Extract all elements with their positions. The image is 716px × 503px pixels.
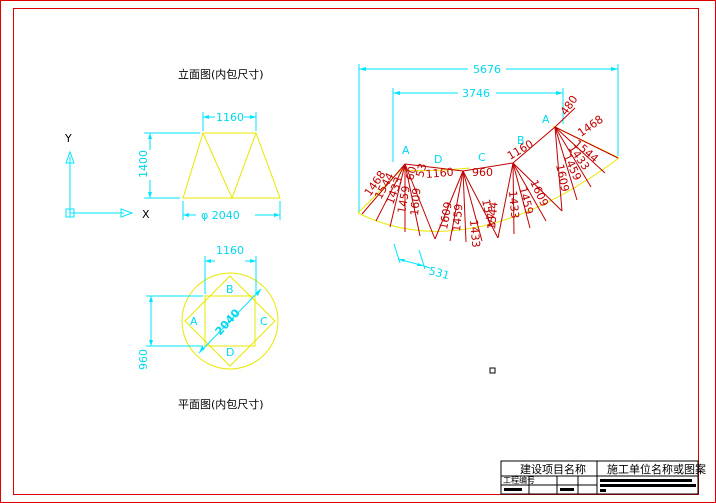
fan-a1-label-3: 1459 <box>395 185 413 215</box>
pattern-point-b: B <box>517 134 525 147</box>
fan-b-label-0: 1544 <box>485 201 500 230</box>
fan-d-label-1: 1459 <box>450 203 465 232</box>
plan-dim-left: 960 <box>137 349 150 370</box>
pattern-dim-inner <box>392 88 564 162</box>
fan-a1-label-6: 53 <box>413 162 429 179</box>
titleblock-company: 施工单位名称或图案 <box>607 462 706 476</box>
fan-a2-label-4: 1609 <box>553 163 572 193</box>
pattern-seg-a-left: 1160 <box>425 166 454 181</box>
pattern-fan-b-labels: 1544 1433 1459 1609 <box>485 178 551 230</box>
pattern-dim-outer <box>358 64 619 212</box>
pattern-point-a-left: A <box>402 144 410 157</box>
elevation-title: 立面图(内包尺寸) <box>178 67 264 81</box>
pattern-point-a-right: A <box>542 113 550 126</box>
pattern-point-c: C <box>478 151 486 164</box>
titleblock-small-label: 工程编号 <box>503 475 535 485</box>
pattern-point-d: D <box>434 153 442 166</box>
elevation-dim-bottom: φ 2040 <box>201 209 240 222</box>
plan-title: 平面图(内包尺寸) <box>178 397 264 411</box>
plan-label-d: D <box>226 346 234 359</box>
fan-d-label-0: 1609 <box>437 201 455 231</box>
titleblock-project: 建设项目名称 <box>520 462 586 476</box>
pattern-fan-a-left-labels: 1468 1544 1433 1459 1609 60 53 <box>362 162 430 216</box>
title-block <box>500 460 699 495</box>
plan-label-b: B <box>226 283 234 296</box>
pattern-generator-lines <box>361 107 619 243</box>
ucs-axis-icon <box>65 150 134 218</box>
plan-label-a: A <box>190 315 198 328</box>
plan-drawing <box>181 272 279 370</box>
pattern-fan-a-right-labels: 1468 1544 1433 1459 1609 <box>553 113 606 193</box>
plan-label-c: C <box>260 315 268 328</box>
fan-b-label-1: 1433 <box>506 190 521 219</box>
fan-a2-label-0: 1468 <box>575 113 605 140</box>
plan-dimensions <box>146 256 262 354</box>
axis-x-label: X <box>142 208 150 221</box>
point-marker <box>489 367 496 374</box>
elevation-drawing <box>182 132 281 200</box>
pattern-fan-d-labels: 1609 1459 1433 1544 <box>437 198 497 248</box>
pattern-seg-a-right: 480 <box>558 93 581 118</box>
elevation-dim-height: 1400 <box>137 150 150 178</box>
pattern-dim-outer-text: 5676 <box>473 63 501 76</box>
pattern-dim-bottom <box>393 243 431 270</box>
plan-dim-diag: 2040 <box>213 306 243 338</box>
elevation-dimensions <box>144 112 281 220</box>
pattern-dim-inner-text: 3746 <box>462 87 490 100</box>
fan-d-label-2: 1433 <box>467 219 482 248</box>
sheet-inner-border <box>13 8 699 495</box>
pattern-seg-c: 960 <box>472 166 493 179</box>
elevation-dim-top: 1160 <box>216 111 244 124</box>
fan-a1-label-4: 1609 <box>408 187 423 216</box>
fan-a1-label-5: 60 <box>403 165 419 182</box>
plan-dim-top: 1160 <box>216 244 244 257</box>
fan-d-label-3: 1544 <box>479 198 498 228</box>
axis-y-label: Y <box>64 132 72 145</box>
pattern-dim-bottom-text: 531 <box>427 264 451 282</box>
